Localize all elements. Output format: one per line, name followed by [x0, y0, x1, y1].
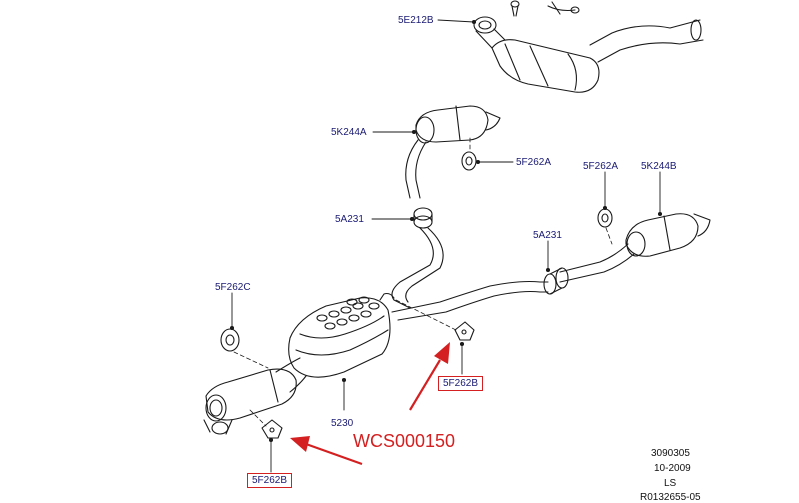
- part-label-5k244a: 5K244A: [331, 127, 367, 138]
- front-muffler: [203, 328, 307, 435]
- part-label-5f262c: 5F262C: [215, 282, 251, 293]
- bracket-right: [454, 321, 475, 341]
- drawing-date: 10-2009: [654, 463, 691, 474]
- rear-muffler-b: [597, 208, 711, 257]
- leader-lines: [229, 19, 663, 473]
- clamp-left: [413, 207, 433, 229]
- part-label-5a231-right: 5A231: [533, 230, 562, 241]
- catalytic-converter-front: [473, 0, 704, 93]
- part-label-5f262b-left: 5F262B: [247, 473, 293, 488]
- part-label-5a231-left: 5A231: [335, 214, 364, 225]
- rear-muffler-a: [405, 105, 501, 199]
- part-label-5e212b: 5E212B: [398, 15, 434, 26]
- center-muffler: [288, 292, 395, 378]
- part-label-5f262a-right: 5F262A: [583, 161, 619, 172]
- drawing-code: LS: [664, 478, 677, 489]
- bracket-left: [261, 419, 283, 439]
- alignment-lines: [233, 137, 613, 427]
- callout-label: WCS000150: [353, 431, 456, 451]
- callout-arrows: [290, 342, 450, 466]
- part-label-5k244b: 5K244B: [641, 161, 677, 172]
- clamp-right: [543, 267, 569, 295]
- intermediate-pipe: [391, 227, 635, 321]
- part-label-5230: 5230: [331, 418, 354, 429]
- part-label-5f262a-upper: 5F262A: [516, 157, 552, 168]
- drawing-ref: 3090305: [651, 448, 690, 459]
- part-label-5f262b-right: 5F262B: [438, 376, 484, 391]
